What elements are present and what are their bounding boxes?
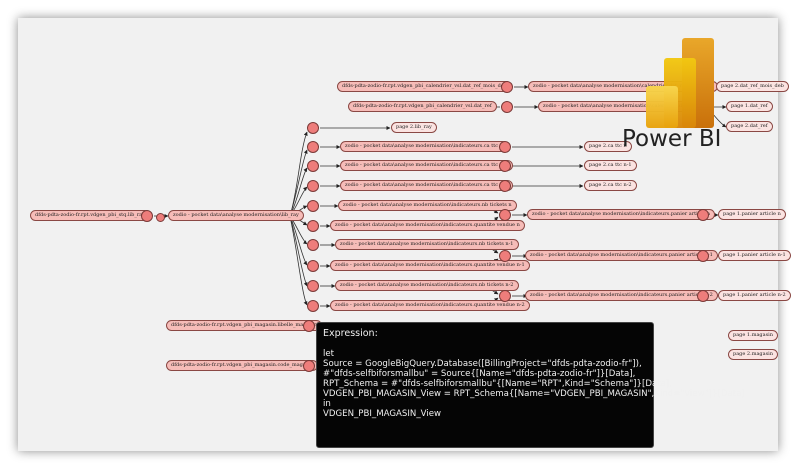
join-dot[interactable] (697, 250, 709, 262)
panier-n1-node[interactable]: zodio - pocket data\analyse modernisatio… (525, 250, 718, 261)
page1-magasin-node[interactable]: page 1.magasin (728, 330, 778, 341)
join-dot[interactable] (307, 160, 319, 172)
join-dot[interactable] (499, 160, 511, 172)
ind-qte-n1-node[interactable]: zodio - pocket data\analyse modernisatio… (330, 260, 530, 271)
join-dot[interactable] (499, 290, 511, 302)
join-dot[interactable] (141, 210, 153, 222)
join-dot[interactable] (307, 300, 319, 312)
join-dot[interactable] (307, 260, 319, 272)
join-dot[interactable] (307, 239, 319, 251)
join-dot[interactable] (307, 220, 319, 232)
page1-panier-n2-node[interactable]: page 1.panier article n-2 (718, 290, 791, 301)
ind-nb-tickets-n2-node[interactable]: zodio - pocket data\analyse modernisatio… (335, 280, 519, 291)
join-dot[interactable] (697, 209, 709, 221)
join-dot[interactable] (156, 213, 165, 222)
join-dot[interactable] (499, 180, 511, 192)
ind-qte-n2-node[interactable]: zodio - pocket data\analyse modernisatio… (330, 300, 530, 311)
join-dot[interactable] (307, 200, 319, 212)
ind-qte-n-node[interactable]: zodio - pocket data\analyse modernisatio… (330, 220, 525, 231)
join-dot[interactable] (307, 280, 319, 292)
page2-ca-n1-node[interactable]: page 2.ca ttc n-1 (584, 160, 637, 171)
page2-lib-ray-node[interactable]: page 2.lib_ray (391, 122, 437, 133)
tooltip-line: RPT_Schema = #"dfds-selfbiforsmallbu"{[N… (323, 379, 672, 389)
tooltip-line: Source = GoogleBigQuery.Database([Billin… (323, 359, 642, 369)
join-dot[interactable] (501, 81, 513, 93)
power-bi-logo-icon (646, 38, 714, 128)
page2-ca-n-node[interactable]: page 2.ca ttc n (584, 141, 632, 152)
source-lib-ray-node[interactable]: dfds-pdta-zodio-fr.rpt.vdgen_pbi_stq.lib… (30, 210, 151, 221)
ind-nb-tickets-n1-node[interactable]: zodio - pocket data\analyse modernisatio… (335, 239, 519, 250)
join-dot[interactable] (499, 250, 511, 262)
join-dot[interactable] (303, 360, 315, 372)
tooltip-title: Expression: (323, 328, 378, 339)
join-dot[interactable] (499, 141, 511, 153)
page2-magasin-node[interactable]: page 2.magasin (728, 349, 778, 360)
mag-src-code-node[interactable]: dfds-pdta-zodio-fr.rpt.vdgen_pbi_magasin… (166, 360, 319, 371)
expression-tooltip: Expression: let Source = GoogleBigQuery.… (316, 322, 745, 448)
page2-ca-n2-node[interactable]: page 2.ca ttc n-2 (584, 180, 637, 191)
panier-n2-node[interactable]: zodio - pocket data\analyse modernisatio… (525, 290, 718, 301)
center-lib-ray-node[interactable]: zodio - pocket data\analyse modernisatio… (168, 210, 304, 221)
ind-ca-n2-node[interactable]: zodio - pocket data\analyse modernisatio… (340, 180, 513, 191)
tooltip-line: #"dfds-selfbiforsmallbu" = Source{[Name=… (323, 369, 636, 379)
tooltip-line: VDGEN_PBI_MAGASIN_View (323, 409, 442, 419)
join-dot[interactable] (501, 101, 513, 113)
tooltip-line: VDGEN_PBI_MAGASIN_View = RPT_Schema{[Nam… (323, 389, 745, 399)
tooltip-line: let (323, 349, 335, 359)
join-dot[interactable] (499, 209, 511, 221)
power-bi-logo-text: Power BI (622, 126, 722, 152)
ind-nb-tickets-n-node[interactable]: zodio - pocket data\analyse modernisatio… (338, 200, 517, 211)
ind-ca-n-node[interactable]: zodio - pocket data\analyse modernisatio… (340, 141, 508, 152)
page1-panier-n-node[interactable]: page 1.panier article n (718, 209, 786, 220)
ind-ca-n1-node[interactable]: zodio - pocket data\analyse modernisatio… (340, 160, 513, 171)
join-dot[interactable] (307, 122, 319, 134)
page1-panier-n1-node[interactable]: page 1.panier article n-1 (718, 250, 791, 261)
join-dot[interactable] (303, 320, 315, 332)
cal-src-mois-deb-node[interactable]: dfds-pdta-zodio-fr.rpt.vdgen_pbi_calendr… (337, 81, 512, 92)
page2-mois-deb-node[interactable]: page 2.dat_ref_mois_deb (716, 81, 789, 92)
join-dot[interactable] (307, 180, 319, 192)
panier-n-node[interactable]: zodio - pocket data\analyse modernisatio… (527, 209, 715, 220)
page2-dat-ref-node[interactable]: page 2.dat_ref (726, 121, 773, 132)
mag-src-libelle-node[interactable]: dfds-pdta-zodio-fr.rpt.vdgen_pbi_magasin… (166, 320, 322, 331)
join-dot[interactable] (697, 290, 709, 302)
cal-src-dat-ref-node[interactable]: dfds-pdta-zodio-fr.rpt.vdgen_pbi_calendr… (348, 101, 497, 112)
join-dot[interactable] (307, 141, 319, 153)
page1-dat-ref-node[interactable]: page 1.dat_ref (726, 101, 773, 112)
tooltip-line: in (323, 399, 331, 409)
